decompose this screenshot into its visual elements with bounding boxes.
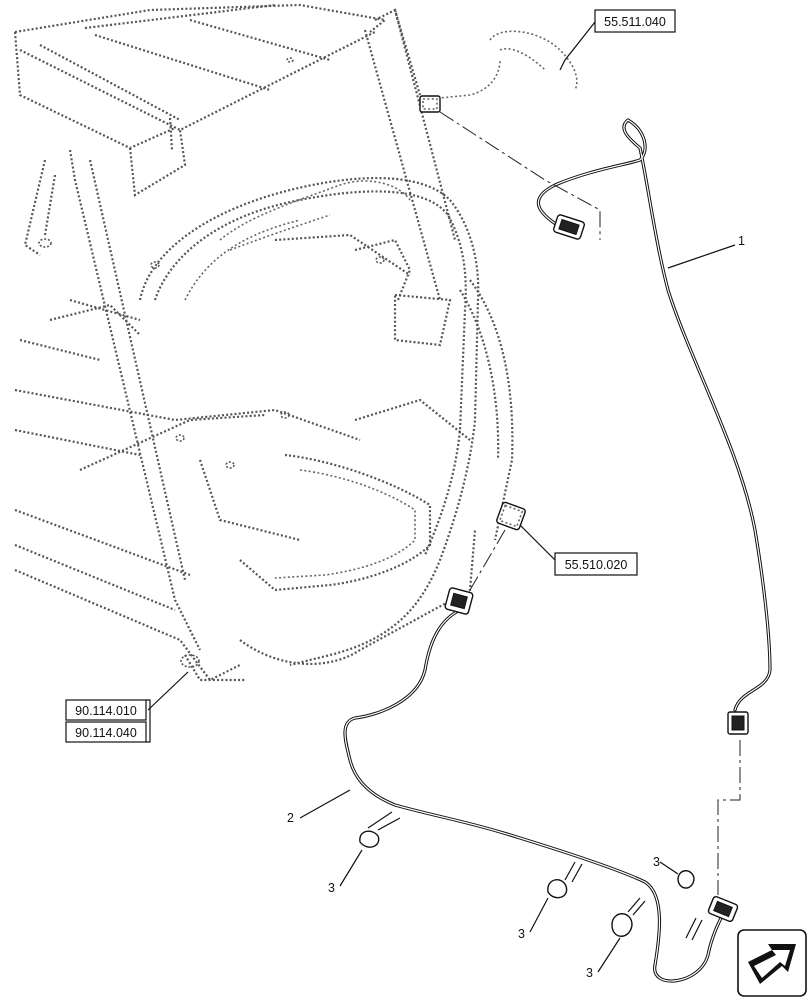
harness-1-upper-connector (552, 214, 586, 240)
harness-item-2 (343, 587, 739, 983)
callout-item-3: 3 (328, 881, 335, 895)
callout-item-1: 1 (738, 234, 745, 248)
cable-tie-1 (359, 811, 401, 848)
reference-label: 55.510.020 (565, 558, 628, 572)
reference-box-55-511-040: 55.511.040 (594, 9, 676, 33)
reference-box-90-114-010: 90.114.010 (65, 699, 147, 721)
assembly-centerlines (439, 111, 741, 895)
callout-item-3: 3 (586, 966, 593, 980)
cable-tie-4 (677, 870, 703, 941)
cable-tie-3 (611, 897, 646, 937)
existing-cab-harness (219, 30, 578, 251)
callout-item-3: 3 (518, 927, 525, 941)
harness-2-lower-connector (707, 895, 739, 923)
reference-box-55-510-020: 55.510.020 (554, 552, 638, 576)
cable-ties (359, 811, 703, 941)
callout-item-2: 2 (287, 811, 294, 825)
next-page-arrow-icon[interactable] (737, 929, 807, 997)
cable-tie-2 (547, 861, 583, 899)
leader-lines (147, 21, 736, 973)
reference-label: 90.114.010 (75, 704, 137, 718)
cab-connector (496, 501, 526, 531)
reference-label: 55.511.040 (604, 15, 666, 29)
harness-2-upper-connector (444, 587, 474, 615)
callout-item-3: 3 (653, 855, 660, 869)
cab-frame (13, 3, 514, 682)
harness-item-1 (536, 118, 772, 735)
reference-label: 90.114.040 (75, 726, 137, 740)
reference-box-90-114-040: 90.114.040 (65, 721, 147, 743)
roof-connector (419, 95, 441, 113)
harness-1-lower-connector (727, 711, 749, 735)
